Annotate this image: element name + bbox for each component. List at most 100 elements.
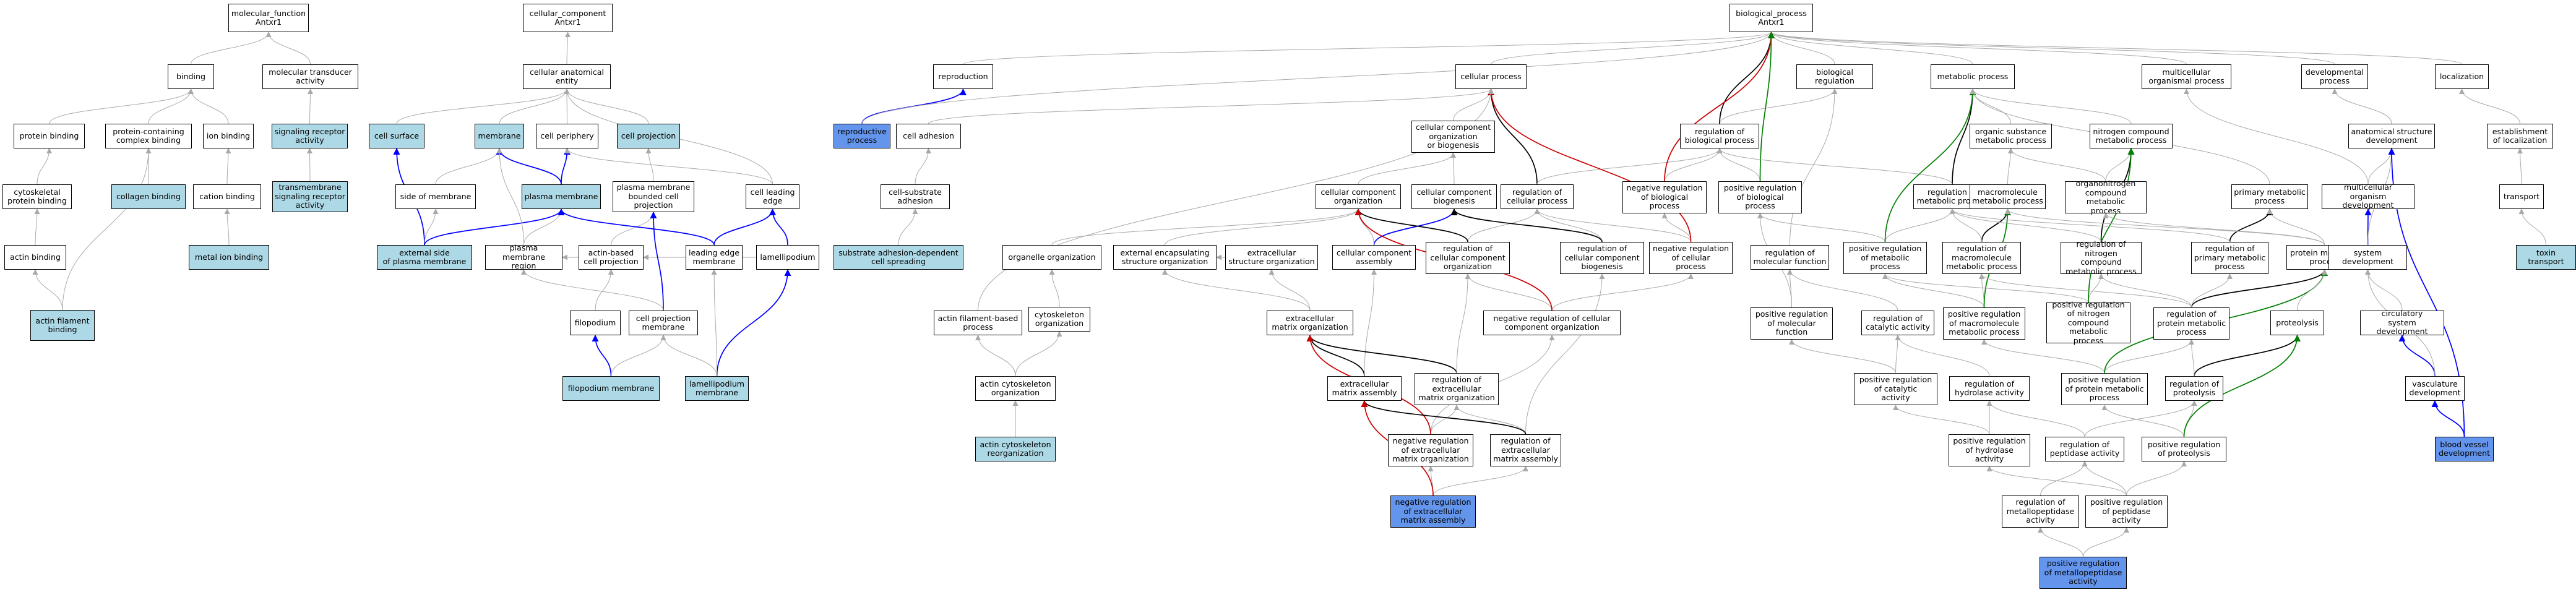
node-filopodium-membrane[interactable]: filopodium membrane — [562, 376, 660, 401]
node-actin-cytoskeleton-reorganization[interactable]: actin cytoskeleton reorganization — [975, 437, 1056, 461]
node-negative-regulation-of-cellular-process[interactable]: negative regulation of cellular process — [1649, 242, 1733, 274]
node-regulation-of-cellular-component-biogenesis[interactable]: regulation of cellular component biogene… — [1560, 242, 1644, 274]
node-plasma-membrane-region[interactable]: plasma membrane region — [485, 244, 562, 270]
node-macromolecule-metabolic-process[interactable]: macromolecule metabolic process — [1970, 184, 2046, 209]
node-signaling-receptor-activity[interactable]: signaling receptor activity — [272, 124, 348, 148]
node-extracellular-matrix-organization[interactable]: extracellular matrix organization — [1267, 311, 1353, 335]
node-localization[interactable]: localization — [2435, 64, 2489, 89]
node-leading-edge-membrane[interactable]: leading edge membrane — [686, 245, 743, 270]
node-actin-filament-binding[interactable]: actin filament binding — [30, 310, 95, 341]
node-positive-regulation-of-metallopeptidase-activity[interactable]: positive regulation of metallopeptidase … — [2040, 557, 2127, 589]
node-collagen-binding[interactable]: collagen binding — [111, 184, 186, 209]
node-cellular-process[interactable]: cellular process — [1455, 64, 1527, 89]
node-extracellular-structure-organization[interactable]: extracellular structure organization — [1225, 245, 1318, 270]
node-plasma-membrane-bounded-cell-projection[interactable]: plasma membrane bounded cell projection — [613, 181, 694, 212]
node-developmental-process[interactable]: developmental process — [2301, 64, 2368, 89]
node-regulation-of-peptidase-activity[interactable]: regulation of peptidase activity — [2045, 437, 2124, 461]
node-biological-process-root[interactable]: biological_process Antxr1 — [1730, 4, 1813, 32]
node-actin-binding[interactable]: actin binding — [4, 245, 66, 270]
node-membrane[interactable]: membrane — [475, 124, 524, 148]
node-cation-binding[interactable]: cation binding — [193, 184, 261, 209]
node-substrate-adhesion-dependent-cell-spreading[interactable]: substrate adhesion-dependent cell spread… — [834, 245, 963, 270]
node-transport[interactable]: transport — [2499, 184, 2544, 209]
node-regulation-of-macromolecule-metabolic-process[interactable]: regulation of macromolecule metabolic pr… — [1942, 242, 2021, 274]
node-regulation-of-extracellular-matrix-organization[interactable]: regulation of extracellular matrix organ… — [1415, 373, 1499, 405]
node-cell-adhesion[interactable]: cell adhesion — [896, 124, 961, 148]
node-blood-vessel-development[interactable]: blood vessel development — [2435, 437, 2494, 461]
node-regulation-of-nitrogen-compound-metabolic-process[interactable]: regulation of nitrogen compound metaboli… — [2061, 239, 2142, 275]
node-cytoskeletal-protein-binding[interactable]: cytoskeletal protein binding — [2, 184, 72, 209]
node-cytoskeleton-organization[interactable]: cytoskeleton organization — [1028, 307, 1090, 332]
node-cell-leading-edge[interactable]: cell leading edge — [746, 184, 799, 209]
node-extracellular-matrix-assembly[interactable]: extracellular matrix assembly — [1327, 376, 1402, 401]
node-reproductive-process[interactable]: reproductive process — [834, 124, 890, 148]
node-toxin-transport[interactable]: toxin transport — [2516, 245, 2576, 270]
node-cellular-component-biogenesis[interactable]: cellular component biogenesis — [1411, 184, 1497, 209]
node-circulatory-system-development[interactable]: circulatory system development — [2360, 309, 2444, 336]
node-positive-regulation-of-hydrolase-activity[interactable]: positive regulation of hydrolase activit… — [1949, 434, 2030, 466]
node-organonitrogen-compound-metabolic-process[interactable]: organonitrogen compound metabolic proces… — [2065, 179, 2147, 215]
node-positive-regulation-of-peptidase-activity[interactable]: positive regulation of peptidase activit… — [2085, 495, 2168, 528]
node-lamellipodium[interactable]: lamellipodium — [756, 245, 819, 270]
node-multicellular-organismal-process[interactable]: multicellular organismal process — [2142, 64, 2231, 89]
node-negative-regulation-of-extracellular-matrix-assembly[interactable]: negative regulation of extracellular mat… — [1390, 495, 1476, 528]
node-regulation-of-extracellular-matrix-assembly[interactable]: regulation of extracellular matrix assem… — [1490, 434, 1561, 466]
node-regulation-of-metallopeptidase-activity[interactable]: regulation of metallopeptidase activity — [2002, 495, 2079, 528]
node-regulation-of-molecular-function[interactable]: regulation of molecular function — [1751, 245, 1829, 270]
node-side-of-membrane[interactable]: side of membrane — [395, 184, 476, 209]
node-positive-regulation-of-proteolysis[interactable]: positive regulation of proteolysis — [2142, 437, 2226, 461]
node-cellular-anatomical-entity[interactable]: cellular anatomical entity — [523, 64, 611, 89]
node-regulation-of-biological-process[interactable]: regulation of biological process — [1680, 124, 1759, 148]
node-external-encapsulating-structure-organization[interactable]: external encapsulating structure organiz… — [1113, 245, 1217, 270]
node-negative-regulation-of-biological-process[interactable]: negative regulation of biological proces… — [1622, 181, 1707, 213]
node-cellular-component-assembly[interactable]: cellular component assembly — [1332, 245, 1416, 270]
node-actin-cytoskeleton-organization[interactable]: actin cytoskeleton organization — [975, 376, 1056, 401]
node-organic-substance-metabolic-process[interactable]: organic substance metabolic process — [1970, 124, 2052, 148]
node-cell-projection-membrane[interactable]: cell projection membrane — [629, 311, 698, 335]
node-positive-regulation-of-catalytic-activity[interactable]: positive regulation of catalytic activit… — [1854, 373, 1937, 405]
node-positive-regulation-of-macromolecule-metabolic-process[interactable]: positive regulation of macromolecule met… — [1943, 307, 2025, 340]
node-protein-containing-complex-binding[interactable]: protein-containing complex binding — [105, 124, 192, 148]
node-establishment-of-localization[interactable]: establishment of localization — [2487, 124, 2553, 148]
node-actin-based-cell-projection[interactable]: actin-based cell projection — [579, 245, 644, 270]
node-anatomical-structure-development[interactable]: anatomical structure development — [2348, 124, 2435, 148]
node-cell-substrate-adhesion[interactable]: cell-substrate adhesion — [881, 184, 950, 209]
node-regulation-of-proteolysis[interactable]: regulation of proteolysis — [2165, 376, 2223, 401]
node-cellular-component-root[interactable]: cellular_component Antxr1 — [523, 4, 613, 32]
node-positive-regulation-of-molecular-function[interactable]: positive regulation of molecular functio… — [1751, 307, 1833, 340]
node-vasculature-development[interactable]: vasculature development — [2405, 376, 2465, 401]
node-biological-regulation[interactable]: biological regulation — [1796, 64, 1873, 89]
node-negative-regulation-of-cellular-component-organization[interactable]: negative regulation of cellular componen… — [1483, 311, 1621, 335]
node-regulation-of-hydrolase-activity[interactable]: regulation of hydrolase activity — [1949, 376, 2030, 401]
node-metal-ion-binding[interactable]: metal ion binding — [189, 245, 269, 270]
node-cellular-component-organization-or-biogenesis[interactable]: cellular component organization or bioge… — [1411, 121, 1495, 153]
node-nitrogen-compound-metabolic-process[interactable]: nitrogen compound metabolic process — [2090, 124, 2173, 148]
node-protein-binding[interactable]: protein binding — [14, 124, 85, 148]
node-primary-metabolic-process[interactable]: primary metabolic process — [2231, 184, 2308, 209]
node-organelle-organization[interactable]: organelle organization — [1002, 245, 1101, 270]
node-molecular-function-root[interactable]: molecular_function Antxr1 — [228, 4, 309, 32]
node-binding[interactable]: binding — [168, 64, 214, 89]
node-plasma-membrane[interactable]: plasma membrane — [522, 184, 601, 209]
node-reproduction[interactable]: reproduction — [933, 64, 993, 89]
node-lamellipodium-membrane[interactable]: lamellipodium membrane — [685, 376, 749, 401]
node-ion-binding[interactable]: ion binding — [203, 124, 254, 148]
node-regulation-of-catalytic-activity[interactable]: regulation of catalytic activity — [1861, 311, 1934, 335]
node-cell-periphery[interactable]: cell periphery — [536, 124, 598, 148]
node-regulation-of-cellular-process[interactable]: regulation of cellular process — [1501, 184, 1574, 209]
node-regulation-of-protein-metabolic-process[interactable]: regulation of protein metabolic process — [2153, 307, 2229, 340]
node-positive-regulation-of-protein-metabolic-process[interactable]: positive regulation of protein metabolic… — [2061, 373, 2148, 405]
node-positive-regulation-of-nitrogen-compound-metabolic-process[interactable]: positive regulation of nitrogen compound… — [2046, 300, 2130, 345]
node-molecular-transducer-activity[interactable]: molecular transducer activity — [262, 64, 358, 89]
node-metabolic-process[interactable]: metabolic process — [1931, 64, 2015, 89]
node-actin-filament-based-process[interactable]: actin filament-based process — [934, 311, 1022, 335]
node-cellular-component-organization[interactable]: cellular component organization — [1316, 184, 1401, 209]
node-cell-projection[interactable]: cell projection — [617, 124, 680, 148]
node-negative-regulation-of-extracellular-matrix-organization[interactable]: negative regulation of extracellular mat… — [1388, 434, 1473, 466]
node-external-side-of-plasma-membrane[interactable]: external side of plasma membrane — [377, 245, 472, 270]
node-regulation-of-primary-metabolic-process[interactable]: regulation of primary metabolic process — [2191, 242, 2268, 274]
node-positive-regulation-of-biological-process[interactable]: positive regulation of biological proces… — [1718, 181, 1802, 213]
node-proteolysis[interactable]: proteolysis — [2270, 311, 2324, 335]
node-positive-regulation-of-metabolic-process[interactable]: positive regulation of metabolic process — [1843, 242, 1927, 274]
node-transmembrane-signaling-receptor-activity[interactable]: transmembrane signaling receptor activit… — [272, 181, 348, 212]
